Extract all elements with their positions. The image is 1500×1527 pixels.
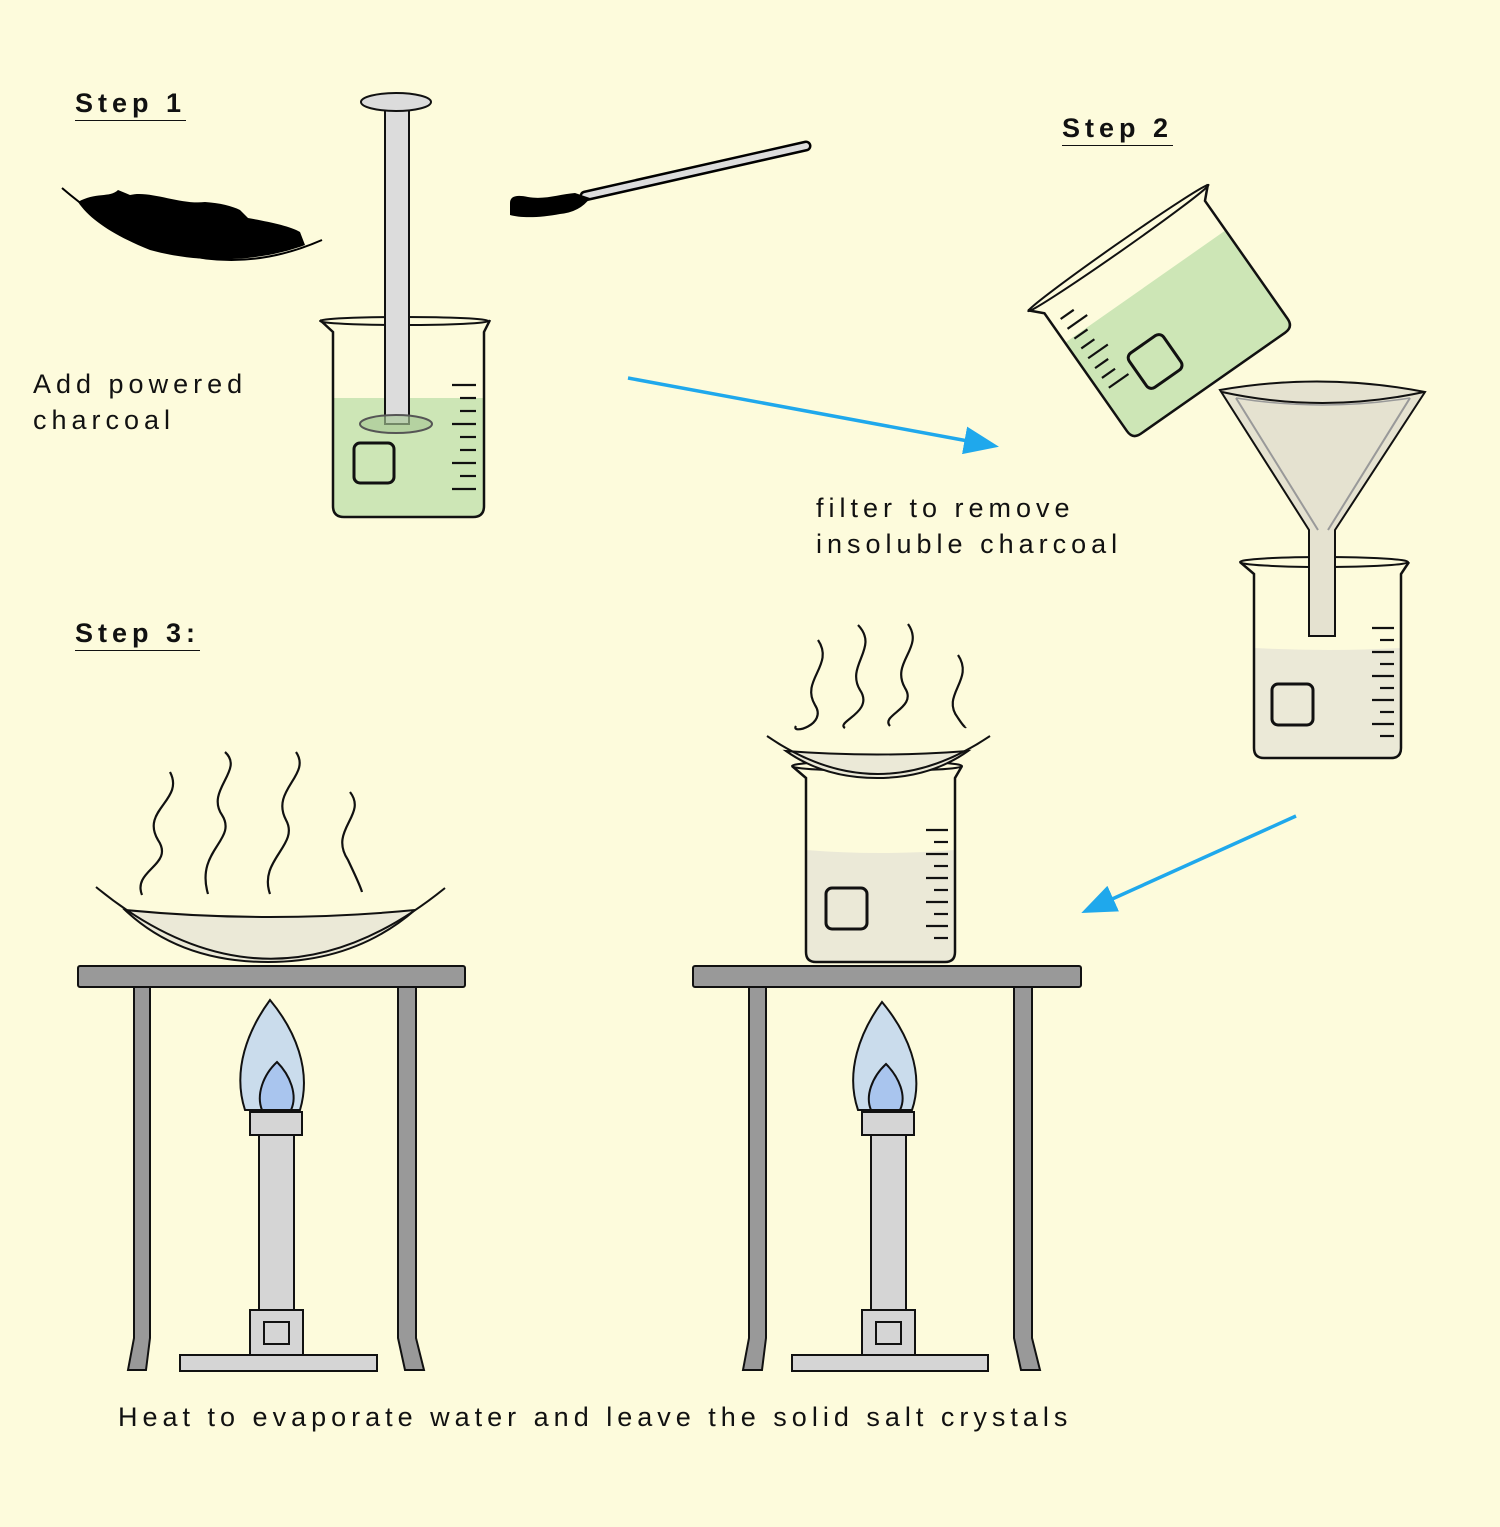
spatula-icon [510, 140, 812, 218]
step-1-text-line-1: Add powered [33, 369, 248, 399]
step-2-text-line-2: insoluble charcoal [816, 529, 1123, 559]
step-2-text-line-1: filter to remove [816, 493, 1075, 523]
steam-icon [794, 623, 967, 731]
step-1-text-line-2: charcoal [33, 405, 176, 435]
bunsen-burner-icon [179, 1111, 378, 1372]
arrow-icon [627, 376, 999, 455]
tripod-icon [692, 965, 1082, 1371]
evaporating-dish-icon [95, 886, 446, 964]
arrow-icon [1081, 814, 1297, 913]
step-3-heading: Step 3: [75, 618, 201, 651]
charcoal-icon [61, 187, 323, 261]
steam-icon [139, 751, 364, 896]
beaker-icon [791, 760, 964, 964]
stirring-rod-icon [359, 92, 433, 434]
flame-icon [239, 998, 305, 1111]
bunsen-burner-icon [791, 1111, 989, 1372]
flame-icon [852, 1000, 918, 1111]
funnel-icon [1218, 380, 1427, 637]
tripod-icon [77, 965, 466, 1371]
step-1-heading: Step 1 [75, 88, 187, 121]
evaporating-dish-icon [766, 735, 991, 780]
beaker-icon [1027, 183, 1292, 438]
beaker-icon [1239, 556, 1411, 760]
step-2-heading: Step 2 [1062, 113, 1174, 146]
step-3-text: Heat to evaporate water and leave the so… [118, 1402, 1073, 1432]
